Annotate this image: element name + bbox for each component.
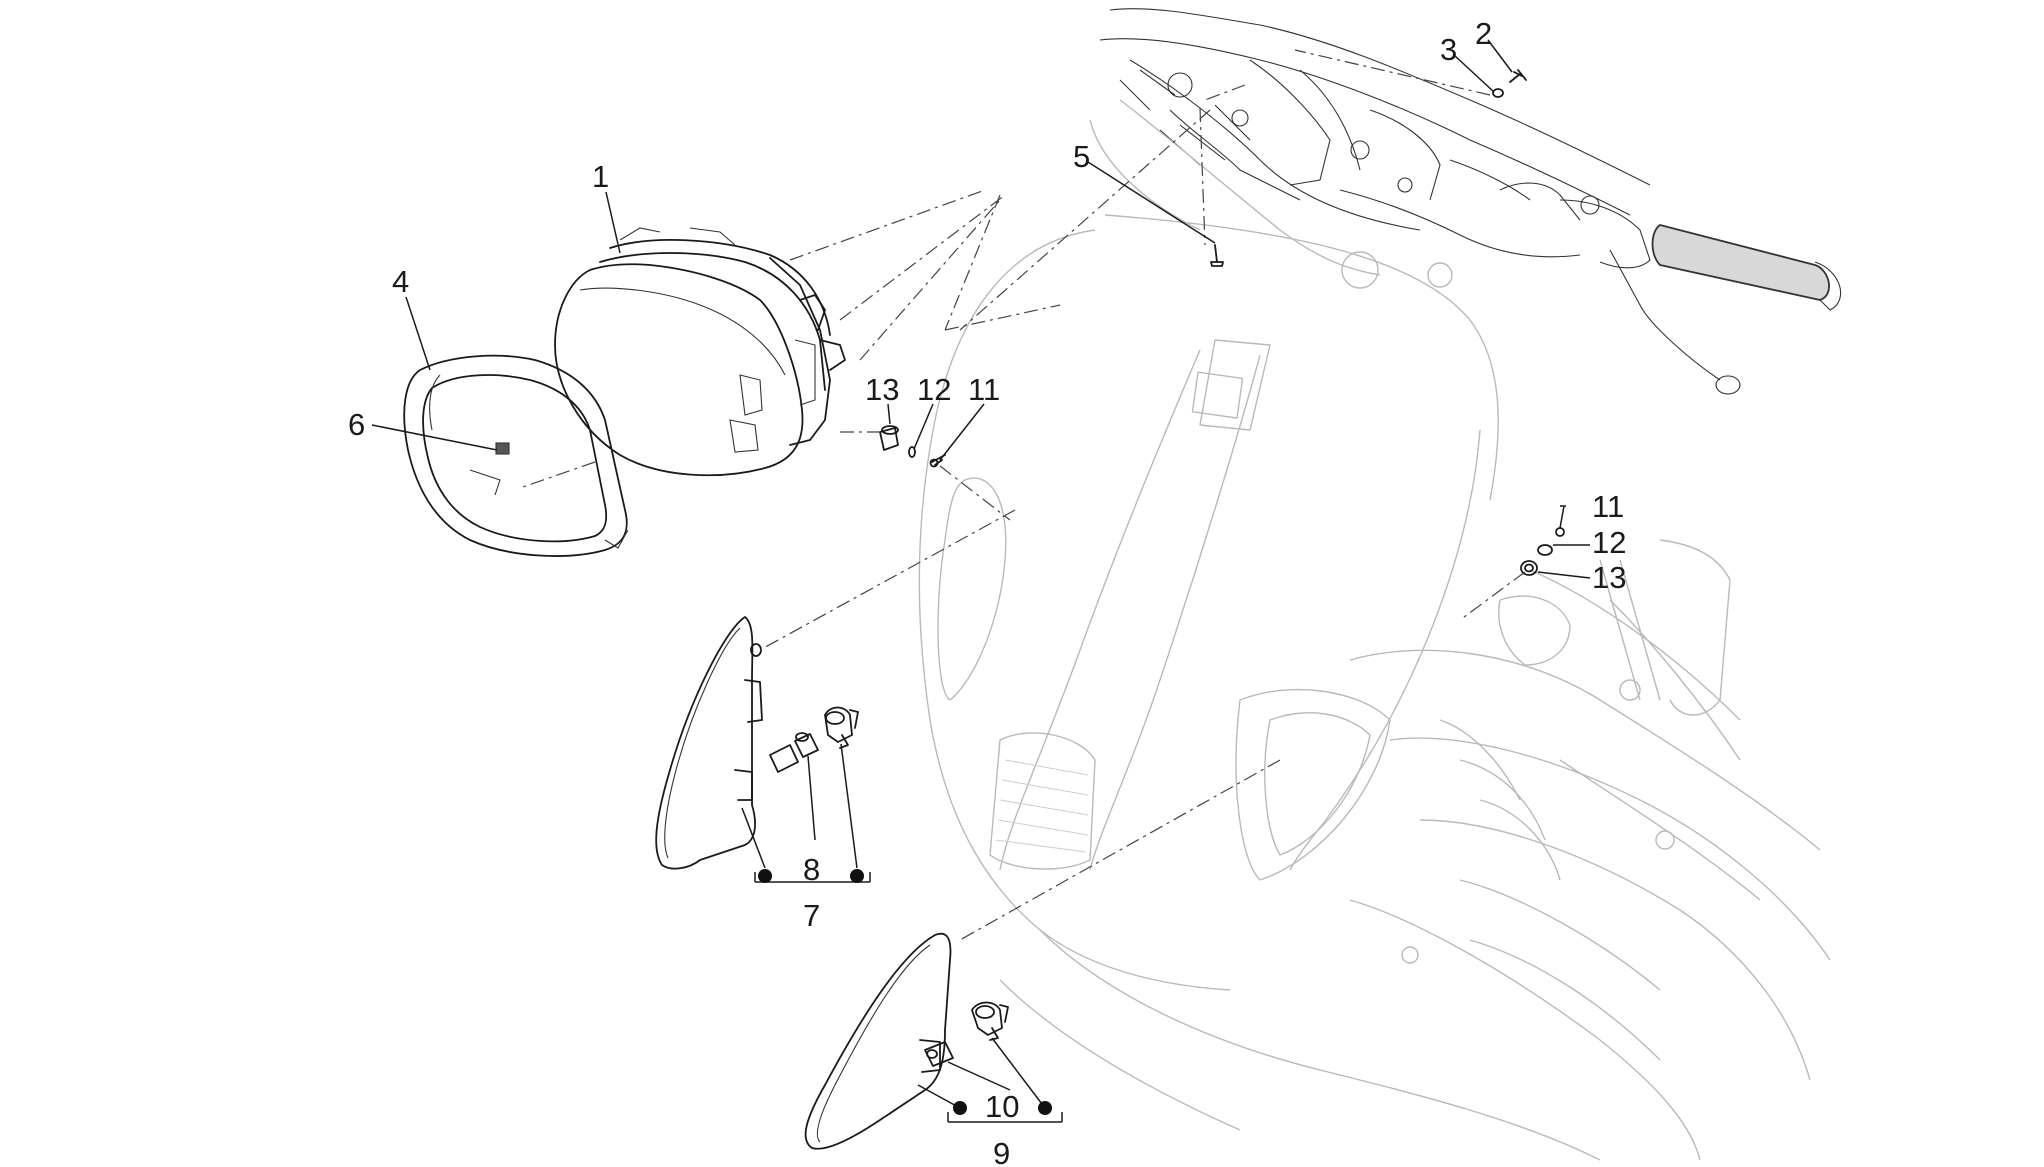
callout-12-right: 12 xyxy=(1592,525,1626,560)
part-5-screw xyxy=(1210,244,1224,267)
callout-13-left: 13 xyxy=(865,372,899,407)
callout-2: 2 xyxy=(1475,16,1492,51)
part-9-turn-signal-right xyxy=(804,932,1009,1150)
callout-11-left: 11 xyxy=(968,372,1000,407)
callout-labels: 1 2 3 4 5 6 7 8 9 10 11 12 13 11 12 13 xyxy=(348,16,1626,1167)
fastener-set-right xyxy=(1520,527,1565,576)
part-1-headlight xyxy=(554,227,846,477)
callout-13-right: 13 xyxy=(1592,560,1626,595)
callout-8: 8 xyxy=(803,852,820,887)
kit-marker-dots xyxy=(758,869,1052,1115)
fastener-set-left xyxy=(879,425,946,468)
part-2-3-bolt-washer xyxy=(1492,69,1527,98)
part-7-turn-signal-left xyxy=(655,616,859,870)
scooter-body-outline xyxy=(918,214,1831,1161)
callout-10: 10 xyxy=(985,1089,1019,1124)
callout-7: 7 xyxy=(803,898,820,933)
part-6-clip xyxy=(495,442,510,455)
callout-9: 9 xyxy=(993,1136,1010,1167)
callout-12-left: 12 xyxy=(917,372,951,407)
callout-1: 1 xyxy=(592,159,609,194)
callout-6: 6 xyxy=(348,407,365,442)
callout-11-right: 11 xyxy=(1592,489,1624,524)
callout-3: 3 xyxy=(1440,32,1457,67)
handlebar-assembly xyxy=(1089,8,1842,395)
assembly-lines xyxy=(519,49,1526,941)
callout-5: 5 xyxy=(1073,139,1090,174)
callout-4: 4 xyxy=(392,264,409,299)
part-4-headlight-trim xyxy=(403,354,629,557)
leader-lines xyxy=(371,39,1591,1123)
